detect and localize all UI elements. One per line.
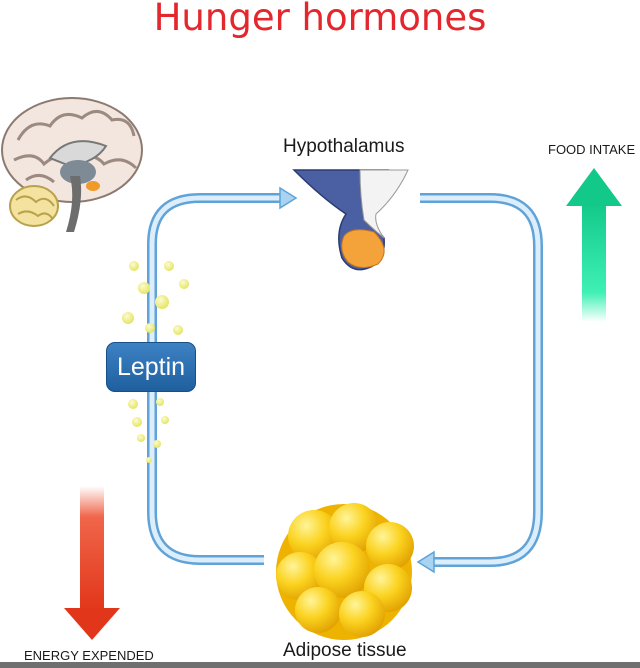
brain-illustration <box>1 97 143 232</box>
diagram-title: Hunger hormones <box>153 0 487 39</box>
leptin-particles <box>122 261 189 463</box>
energy-expended-label: ENERGY EXPENDED <box>24 648 154 663</box>
adipose-tissue-label: Adipose tissue <box>283 640 407 661</box>
energy-expended-arrow <box>64 486 120 640</box>
hypothalamus-label: Hypothalamus <box>283 136 405 157</box>
hypothalamus-illustration <box>292 169 409 271</box>
adipose-tissue-illustration <box>276 503 414 640</box>
cycle-arrow-down <box>416 193 543 574</box>
bottom-divider <box>0 662 640 668</box>
leptin-badge: Leptin <box>106 342 196 392</box>
food-intake-label: FOOD INTAKE <box>548 142 636 157</box>
food-intake-arrow <box>566 168 622 322</box>
